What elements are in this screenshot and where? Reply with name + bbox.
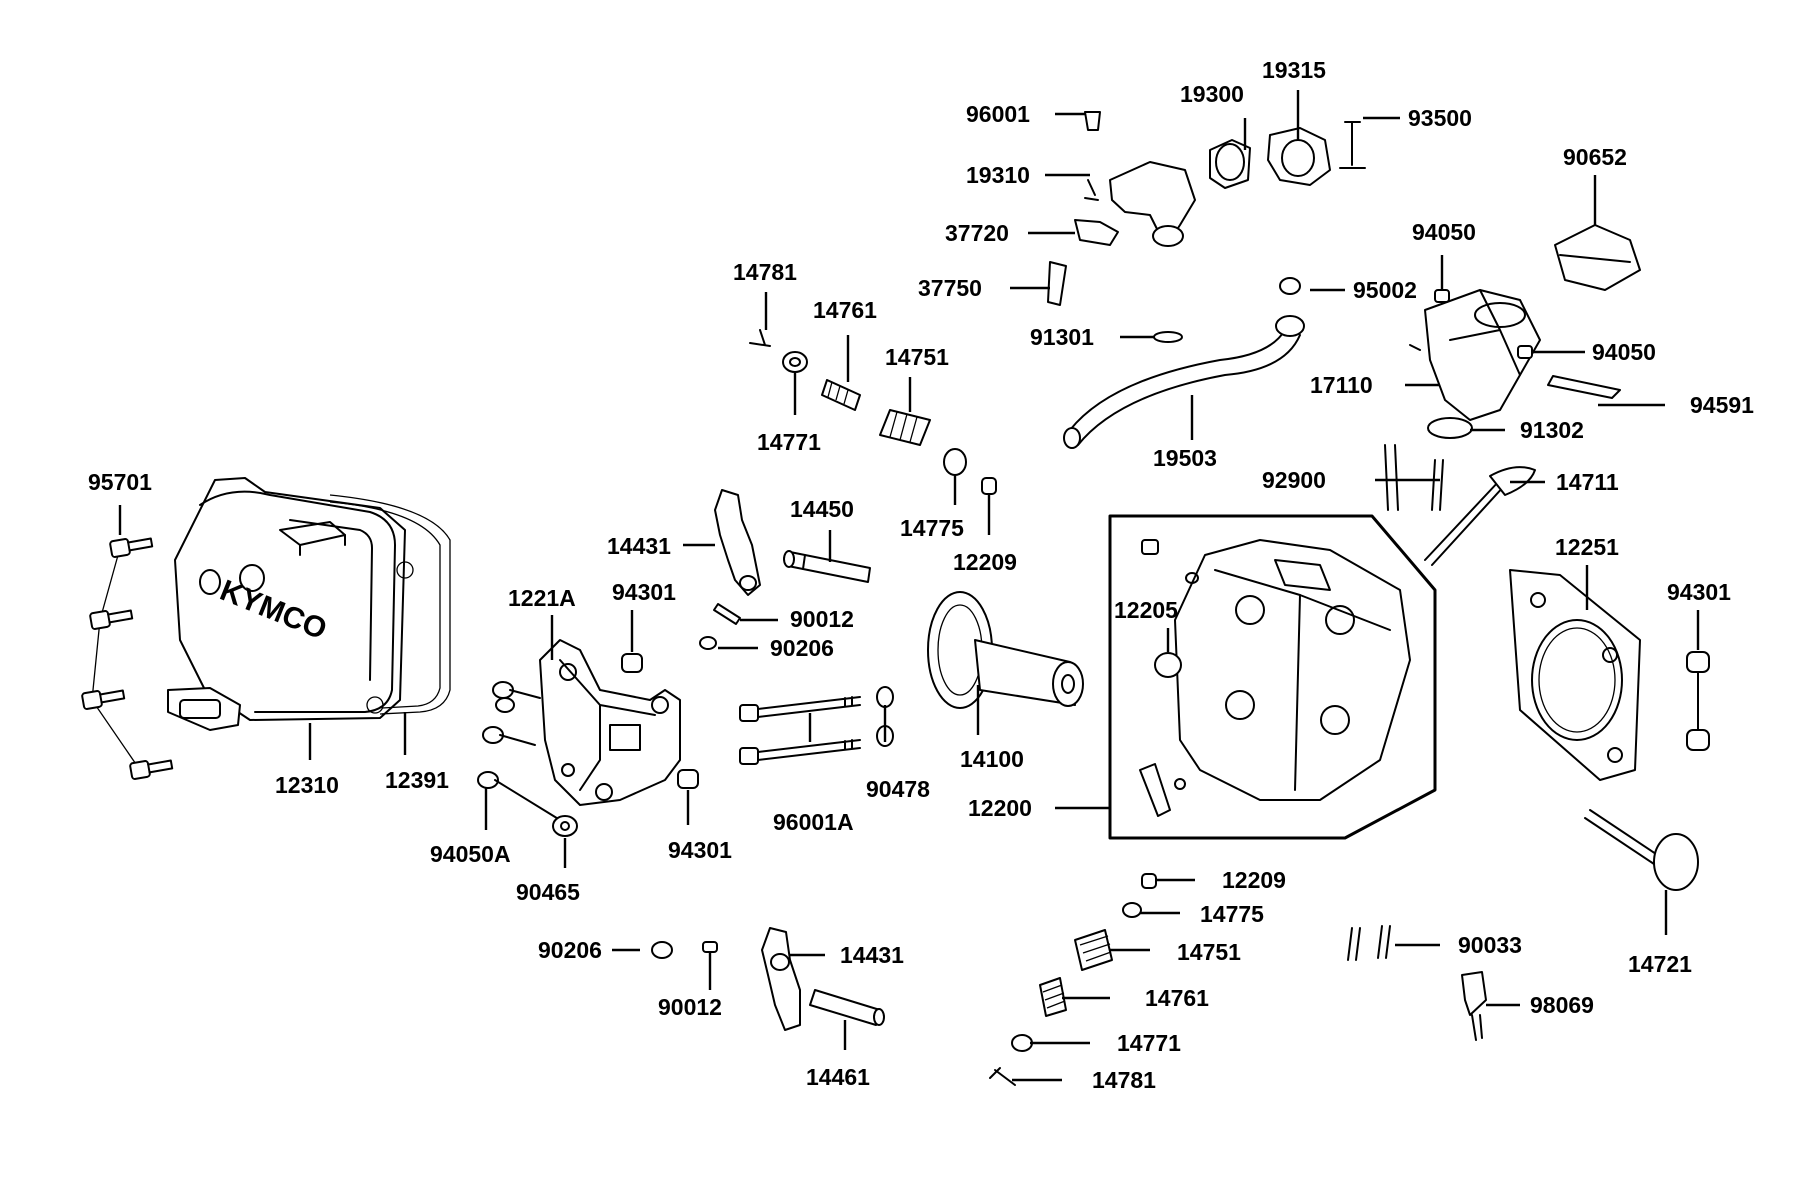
rocker-arm-lower-drawing (651, 927, 885, 1031)
label-14431-a: 14431 (607, 533, 671, 559)
label-90465: 90465 (516, 879, 580, 905)
leader-lines (118, 90, 1700, 1082)
label-92900: 92900 (1262, 467, 1326, 493)
label-19503: 19503 (1153, 445, 1217, 471)
label-14431-b: 14431 (840, 942, 904, 968)
label-94050A: 94050A (430, 841, 511, 867)
label-14761-b: 14761 (1145, 985, 1209, 1011)
rocker-shaft-upper-drawing (783, 550, 871, 583)
cylinder-head-gasket-drawing (1509, 569, 1641, 781)
long-bolts-drawing (739, 686, 894, 765)
label-14751-a: 14751 (885, 344, 949, 370)
label-14450: 14450 (790, 496, 854, 522)
exhaust-valve-drawing (1584, 809, 1699, 891)
label-96001: 96001 (966, 101, 1030, 127)
valve-spring-set-upper-drawing (749, 329, 997, 495)
label-12209-b: 12209 (1222, 867, 1286, 893)
label-14751-b: 14751 (1177, 939, 1241, 965)
label-14771-b: 14771 (1117, 1030, 1181, 1056)
dowel-pins-drawing (621, 651, 1710, 789)
thermostat-housing-drawing (1047, 111, 1366, 306)
rocker-arm-upper-drawing (714, 489, 761, 596)
label-19300: 19300 (1180, 81, 1244, 107)
cover-bolts-drawing (81, 537, 174, 780)
head-cover-gasket-drawing (329, 494, 451, 715)
label-91302: 91302 (1520, 417, 1584, 443)
rocker-arm-holder-drawing (539, 639, 681, 806)
label-17110: 17110 (1310, 372, 1373, 398)
cylinder-head-cover-drawing: KYMCO (167, 477, 406, 731)
label-94591: 94591 (1690, 392, 1754, 418)
label-95701: 95701 (88, 469, 152, 495)
label-94050-a: 94050 (1412, 219, 1476, 245)
holder-nuts-drawing (477, 681, 578, 837)
water-hose-drawing (1063, 277, 1305, 449)
label-94301-c: 94301 (1667, 579, 1731, 605)
spark-plug-drawing (1461, 971, 1487, 1041)
label-12310: 12310 (275, 772, 339, 798)
camshaft-drawing (927, 591, 1084, 709)
label-98069: 98069 (1530, 992, 1594, 1018)
label-90206-a: 90206 (770, 635, 834, 661)
label-90012-a: 90012 (790, 606, 854, 632)
cylinder-head-drawing (1139, 539, 1411, 817)
label-37720: 37720 (945, 220, 1009, 246)
label-1221A: 1221A (508, 585, 576, 611)
label-14771-a: 14771 (757, 429, 821, 455)
valve-spring-set-lower-drawing (989, 873, 1157, 1086)
label-12209-a: 12209 (953, 549, 1017, 575)
label-14761-a: 14761 (813, 297, 877, 323)
label-37750: 37750 (918, 275, 982, 301)
intake-manifold-drawing (1409, 224, 1641, 439)
label-12200: 12200 (968, 795, 1032, 821)
label-19315: 19315 (1262, 57, 1326, 83)
label-96001A: 96001A (773, 809, 854, 835)
studs-90033-drawing (1347, 925, 1391, 961)
label-14781-a: 14781 (733, 259, 797, 285)
label-14781-b: 14781 (1092, 1067, 1156, 1093)
label-14461: 14461 (806, 1064, 870, 1090)
label-14775-b: 14775 (1200, 901, 1264, 927)
label-14100: 14100 (960, 746, 1024, 772)
label-90652: 90652 (1563, 144, 1627, 170)
label-94050-b: 94050 (1592, 339, 1656, 365)
label-19310: 19310 (966, 162, 1030, 188)
part-number-labels: 95701 12310 12391 1221A 94301 94301 9430… (88, 57, 1754, 1093)
label-95002: 95002 (1353, 277, 1417, 303)
label-91301: 91301 (1030, 324, 1094, 350)
label-12205: 12205 (1114, 597, 1178, 623)
small-pins-upper-drawing (699, 603, 741, 650)
label-94301-a: 94301 (612, 579, 676, 605)
label-90012-b: 90012 (658, 994, 722, 1020)
studs-drawing (1384, 444, 1444, 511)
label-90478: 90478 (866, 776, 930, 802)
label-12251: 12251 (1555, 534, 1619, 560)
label-94301-b: 94301 (668, 837, 732, 863)
label-12391: 12391 (385, 767, 449, 793)
label-14721: 14721 (1628, 951, 1692, 977)
label-14775-a: 14775 (900, 515, 964, 541)
label-90206-b: 90206 (538, 937, 602, 963)
cylinder-head-frame (1108, 514, 1437, 840)
label-90033: 90033 (1458, 932, 1522, 958)
label-93500: 93500 (1408, 105, 1472, 131)
label-14711: 14711 (1556, 469, 1619, 495)
